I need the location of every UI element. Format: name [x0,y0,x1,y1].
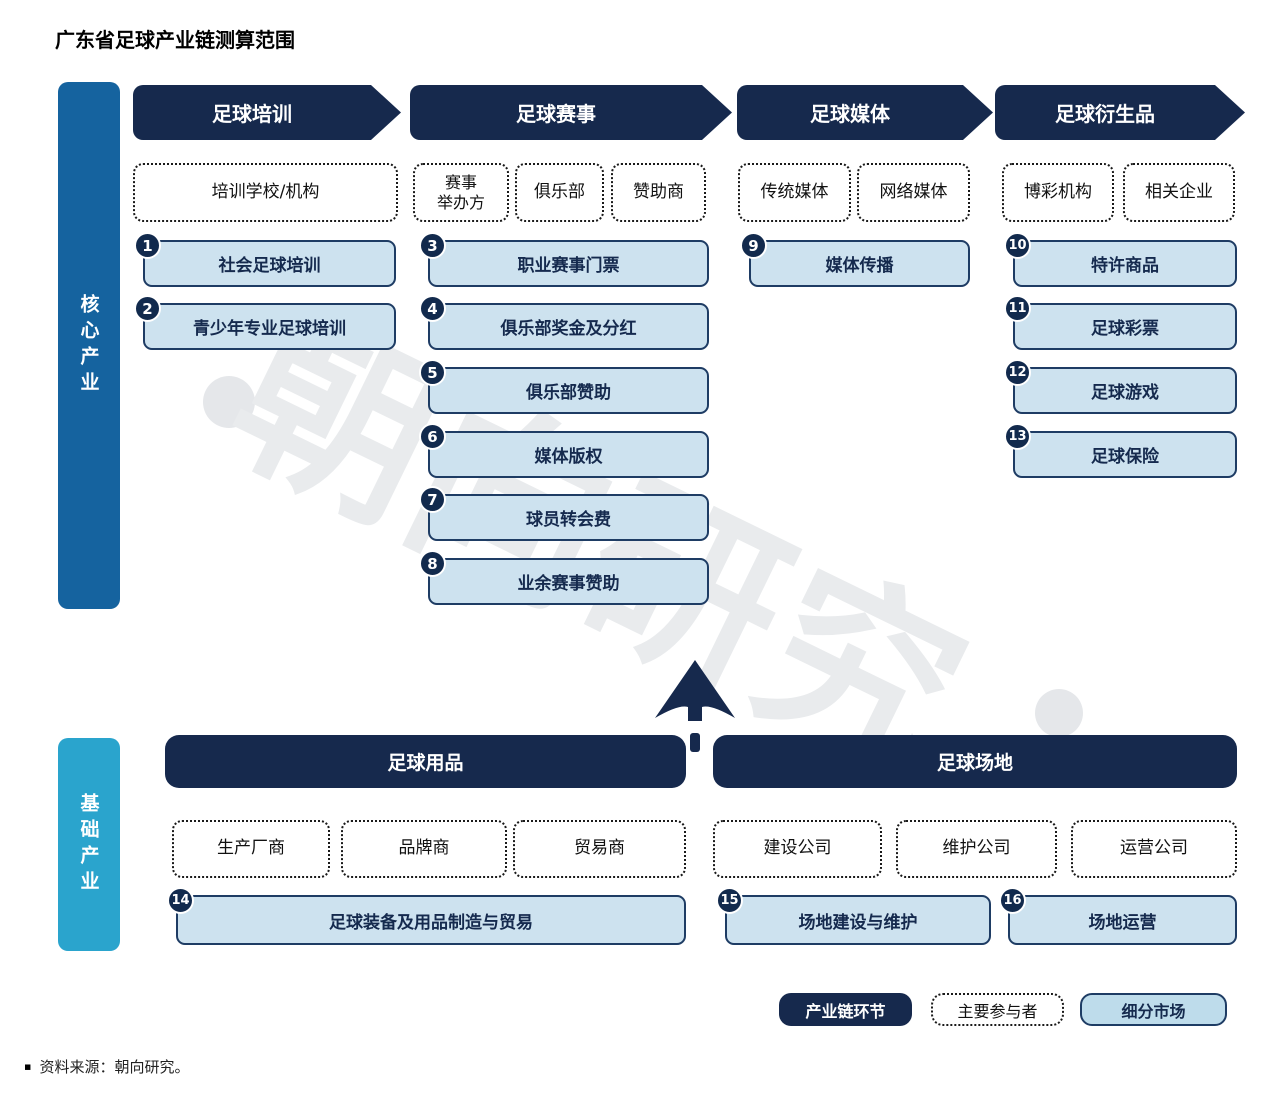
market-youth-professional-training: 2 青少年专业足球培训 [134,295,396,350]
market-number-badge: 10 [1004,232,1031,259]
header-football-venues: 足球场地 [713,735,1237,788]
participant-clubs: 俱乐部 [515,163,604,222]
market-amateur-event-sponsorship: 8 业余赛事赞助 [419,550,709,605]
participant-maintenance-companies: 维护公司 [896,820,1057,878]
market-number-badge: 15 [716,887,743,914]
participant-training-schools: 培训学校/机构 [133,163,398,222]
market-number-badge: 1 [134,232,161,259]
participant-betting-agencies: 博彩机构 [1002,163,1114,222]
market-number-badge: 2 [134,295,161,322]
market-media-communication: 9 媒体传播 [740,232,970,287]
core-industry-label: 核心产业 [77,293,100,398]
header-football-events: 足球赛事 [410,85,732,140]
participant-related-companies: 相关企业 [1123,163,1235,222]
participant-construction-companies: 建设公司 [713,820,882,878]
header-football-media: 足球媒体 [737,85,993,140]
participant-sponsors: 赞助商 [611,163,706,222]
header-football-media-label: 足球媒体 [810,102,890,126]
participant-event-organizers: 赛事 举办方 [413,163,509,222]
market-football-lottery: 11 足球彩票 [1004,295,1237,350]
legend-market-segment: 细分市场 [1080,993,1227,1026]
header-football-goods: 足球用品 [165,735,686,788]
market-number-badge: 13 [1004,423,1031,450]
header-football-derivatives: 足球衍生品 [995,85,1245,140]
market-number-badge: 5 [419,359,446,386]
bullet-icon: ▪ [24,1060,32,1073]
legend-main-participant: 主要参与者 [931,993,1064,1026]
market-number-badge: 4 [419,295,446,322]
market-number-badge: 14 [167,887,194,914]
market-number-badge: 3 [419,232,446,259]
market-number-badge: 11 [1004,295,1031,322]
market-club-sponsorship: 5 俱乐部赞助 [419,359,709,414]
market-pro-match-tickets: 3 职业赛事门票 [419,232,709,287]
market-number-badge: 8 [419,550,446,577]
market-social-football-training: 1 社会足球培训 [134,232,396,287]
header-football-training: 足球培训 [133,85,401,140]
source-note: ▪ 资料来源：朝向研究。 [24,1056,189,1077]
watermark-dot-icon [1035,689,1083,737]
market-venue-construction-maintenance: 15 场地建设与维护 [716,887,991,945]
market-football-games: 12 足球游戏 [1004,359,1237,414]
market-number-badge: 12 [1004,359,1031,386]
participant-online-media: 网络媒体 [857,163,970,222]
participant-brand-owners: 品牌商 [341,820,507,878]
participant-traditional-media: 传统媒体 [738,163,851,222]
base-industry-bar: 基础产业 [58,738,120,951]
up-arrow-icon [652,660,738,758]
participant-manufacturers: 生产厂商 [172,820,330,878]
legend-chain-link: 产业链环节 [779,993,912,1026]
header-football-derivatives-label: 足球衍生品 [1055,102,1155,126]
header-football-events-label: 足球赛事 [516,102,596,126]
market-licensed-merchandise: 10 特许商品 [1004,232,1237,287]
watermark-dot-icon [203,376,255,428]
market-equipment-manufacturing-trade: 14 足球装备及用品制造与贸易 [167,887,686,945]
base-industry-label: 基础产业 [77,792,100,897]
source-text: 资料来源：朝向研究。 [39,1058,190,1076]
market-club-prize-dividends: 4 俱乐部奖金及分红 [419,295,709,350]
market-media-rights: 6 媒体版权 [419,423,709,478]
market-player-transfer-fees: 7 球员转会费 [419,486,709,541]
market-number-badge: 9 [740,232,767,259]
participant-traders: 贸易商 [513,820,686,878]
participant-operating-companies: 运营公司 [1071,820,1237,878]
market-number-badge: 16 [999,887,1026,914]
market-football-insurance: 13 足球保险 [1004,423,1237,478]
market-number-badge: 7 [419,486,446,513]
core-industry-bar: 核心产业 [58,82,120,609]
market-number-badge: 6 [419,423,446,450]
market-venue-operation: 16 场地运营 [999,887,1237,945]
page-title: 广东省足球产业链测算范围 [55,28,295,52]
header-football-training-label: 足球培训 [212,102,292,126]
